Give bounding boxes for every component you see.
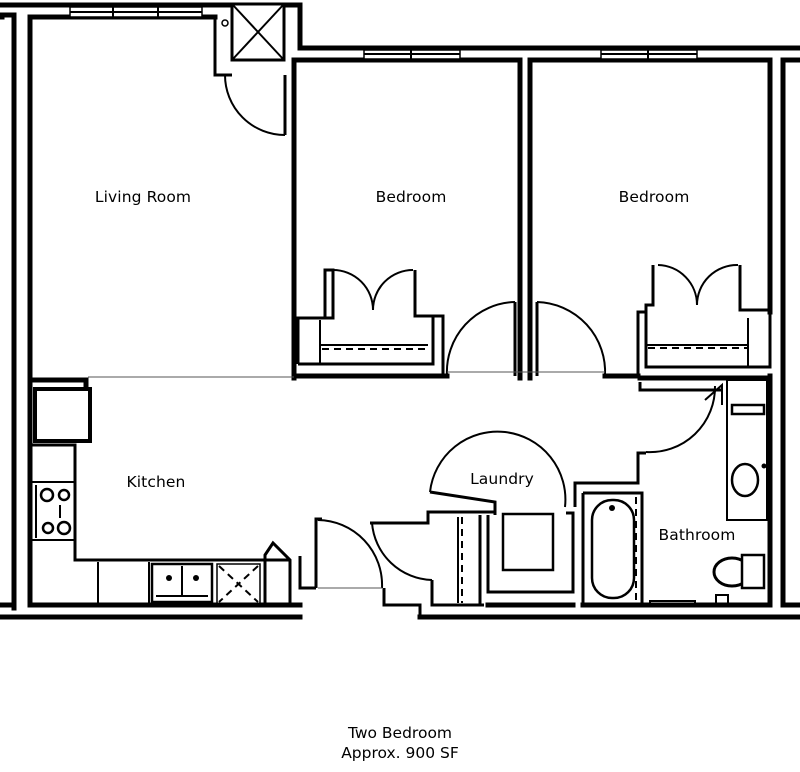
washer-dryer [501, 512, 555, 572]
room-label-laundry: Laundry [470, 470, 534, 488]
sink [150, 562, 214, 604]
laundry-fixtures [370, 430, 646, 608]
refrigerator [33, 387, 92, 443]
stove [35, 485, 72, 538]
bathtub [590, 498, 636, 600]
windows [69, 6, 698, 60]
room-label-kitchen: Kitchen [126, 473, 186, 491]
mechanical-shaft [213, 2, 297, 381]
kitchen-fixtures [27, 372, 316, 608]
dishwasher [216, 563, 261, 605]
bathroom-fixtures [580, 373, 773, 608]
unit-area: Approx. 900 SF [341, 744, 459, 762]
unit-type-title: Two Bedroom [347, 724, 453, 742]
room-label-living-room: Living Room [94, 188, 192, 206]
room-label-bedroom-2: Bedroom [618, 188, 690, 206]
bedroom-walls [291, 57, 773, 381]
floorplan-caption: Two Bedroom Approx. 900 SF [341, 723, 459, 763]
exterior-walls [0, 2, 800, 620]
room-label-bedroom-1: Bedroom [375, 188, 447, 206]
entry-door [314, 517, 422, 617]
room-label-bathroom: Bathroom [658, 526, 736, 544]
